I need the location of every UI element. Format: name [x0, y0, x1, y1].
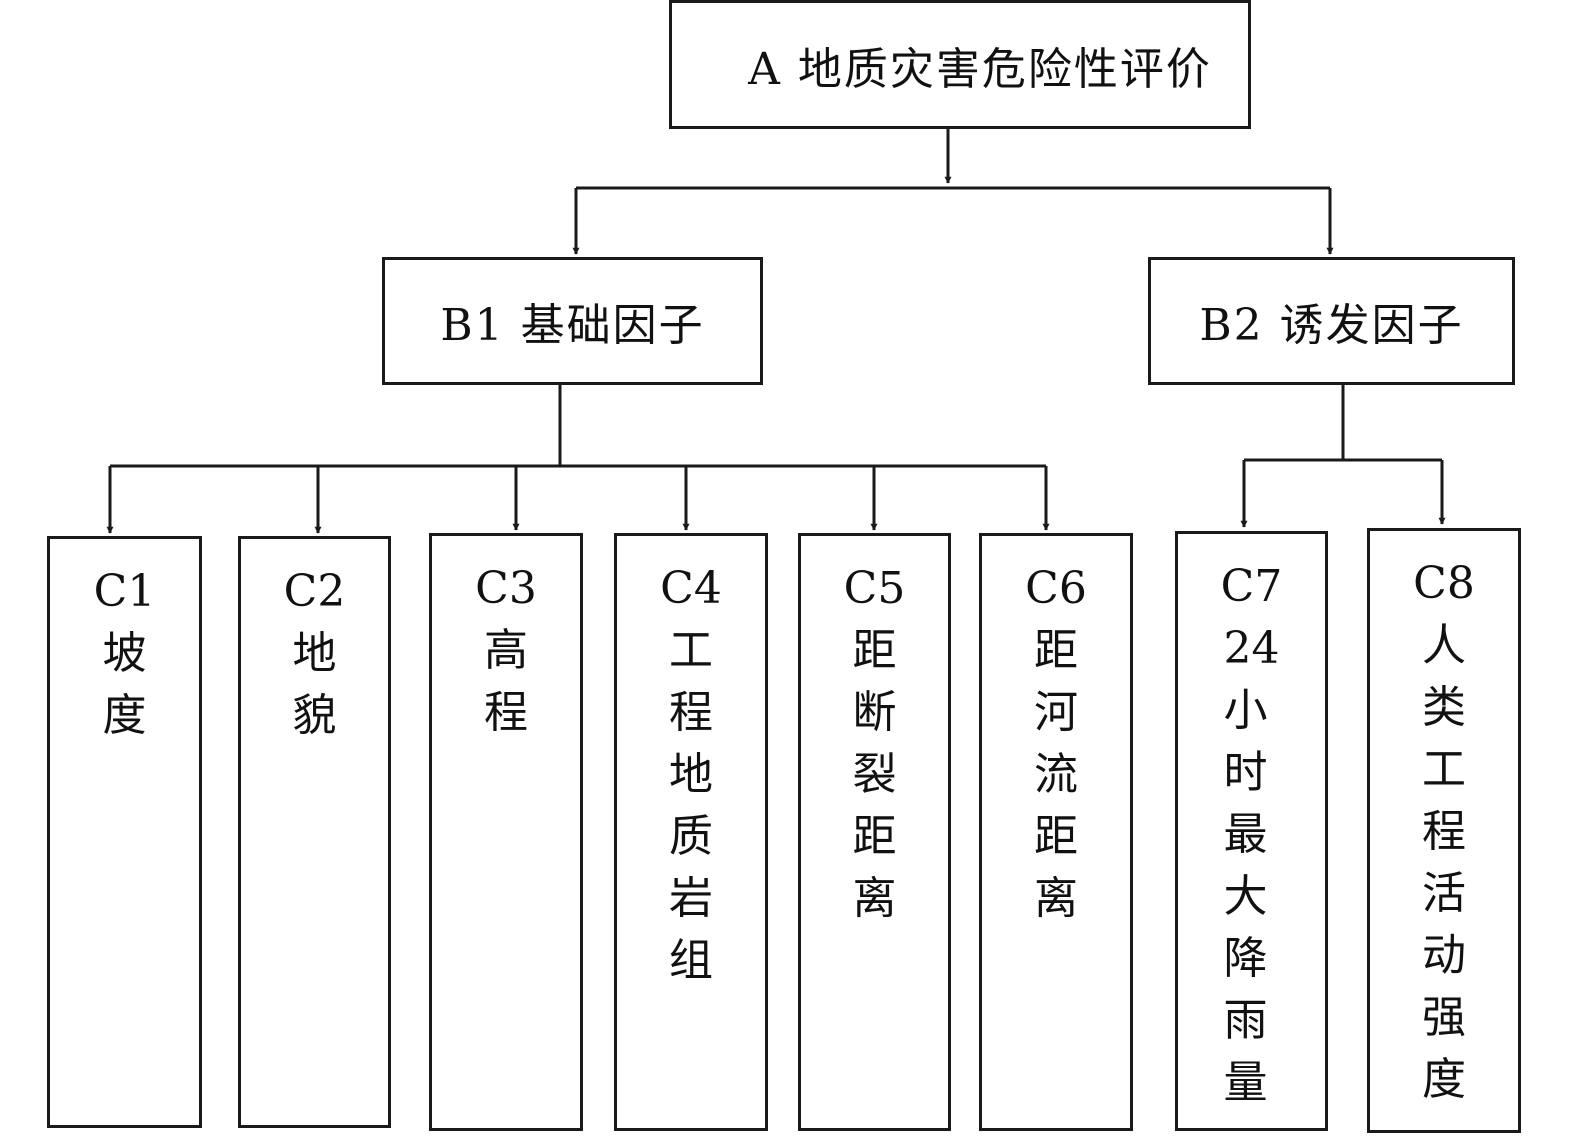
node-c3-code: C3: [475, 563, 537, 614]
node-c1-name-char: 度: [102, 690, 147, 741]
node-b2-label: B2 诱发因子: [1199, 300, 1464, 351]
node-c5-name-char: 距: [852, 811, 897, 862]
node-c5: C5 距断裂距离: [798, 533, 951, 1131]
node-c7-code: C7: [1220, 561, 1283, 612]
node-c8-name: 人类工程活动强度: [1422, 615, 1466, 1111]
node-c8-name-char: 强: [1422, 992, 1466, 1043]
node-a-root: A 地质灾害危险性评价: [669, 0, 1251, 129]
node-c4-code: C4: [660, 563, 722, 614]
node-c6-name-char: 离: [1034, 873, 1078, 924]
node-c1: C1 坡度: [47, 536, 202, 1128]
node-c7-name-char: 小: [1223, 685, 1268, 736]
node-c4-name-char: 岩: [669, 873, 713, 924]
node-c3-name: 高程: [484, 620, 528, 744]
node-c3-name-char: 程: [484, 687, 528, 738]
node-c8-name-char: 活: [1422, 868, 1466, 919]
node-c2-code: C2: [283, 566, 346, 617]
node-c1-code: C1: [93, 566, 156, 617]
node-c1-name: 坡度: [103, 623, 147, 747]
node-a-label: A 地质灾害危险性评价: [748, 43, 1212, 95]
node-c7-name-char: 降: [1223, 933, 1268, 984]
node-c7-name-char: 时: [1223, 747, 1268, 798]
node-b2: B2 诱发因子: [1148, 257, 1515, 385]
node-c7-name-char: 最: [1223, 809, 1268, 860]
node-c8-name-char: 工: [1422, 744, 1466, 795]
node-b1: B1 基础因子: [382, 257, 763, 385]
node-c4-name-char: 工: [669, 625, 713, 676]
node-c7-name-char: 24: [1223, 623, 1280, 674]
node-c6-name-char: 距: [1034, 811, 1078, 862]
node-c2: C2 地貌: [238, 536, 391, 1128]
node-c6-code: C6: [1025, 563, 1087, 614]
node-c6-name: 距河流距离: [1034, 620, 1078, 930]
node-c8-name-char: 度: [1422, 1054, 1466, 1105]
node-c5-name-char: 断: [852, 687, 897, 738]
node-c7-name-char: 雨: [1223, 995, 1268, 1046]
node-c4-name: 工程地质岩组: [669, 620, 713, 992]
node-c5-name-char: 距: [852, 625, 897, 676]
node-c8-name-char: 动: [1422, 930, 1466, 981]
node-c8-name-char: 程: [1422, 806, 1466, 857]
node-c3: C3 高程: [429, 533, 583, 1131]
node-c8: C8 人类工程活动强度: [1367, 528, 1521, 1133]
node-c2-name-char: 貌: [292, 690, 337, 741]
node-c4-name-char: 质: [669, 811, 713, 862]
node-c6-name-char: 距: [1034, 625, 1078, 676]
node-c5-name-char: 离: [852, 873, 897, 924]
node-c7-name-char: 大: [1223, 871, 1268, 922]
node-c6-name-char: 流: [1034, 749, 1078, 800]
node-c4-name-char: 组: [669, 935, 713, 986]
node-c6-name-char: 河: [1034, 687, 1078, 738]
node-c2-name-char: 地: [292, 628, 337, 679]
node-c4-name-char: 程: [669, 687, 713, 738]
node-c2-name: 地貌: [293, 623, 337, 747]
node-c4-name-char: 地: [669, 749, 713, 800]
node-c7-name-char: 量: [1223, 1057, 1268, 1108]
node-c4: C4 工程地质岩组: [614, 533, 768, 1131]
node-c3-name-char: 高: [484, 625, 528, 676]
node-c1-name-char: 坡: [102, 628, 147, 679]
node-c8-code: C8: [1413, 558, 1475, 609]
node-c5-name: 距断裂距离: [853, 620, 897, 930]
node-c8-name-char: 人: [1422, 620, 1466, 671]
node-c7: C7 24 小时最大降雨量: [1175, 531, 1328, 1131]
node-b1-label: B1 基础因子: [440, 300, 705, 351]
node-c5-code: C5: [843, 563, 906, 614]
node-c6: C6 距河流距离: [979, 533, 1133, 1131]
node-c5-name-char: 裂: [852, 749, 897, 800]
node-c7-name: 24 小时最大降雨量: [1224, 618, 1280, 1114]
node-c8-name-char: 类: [1422, 682, 1466, 733]
